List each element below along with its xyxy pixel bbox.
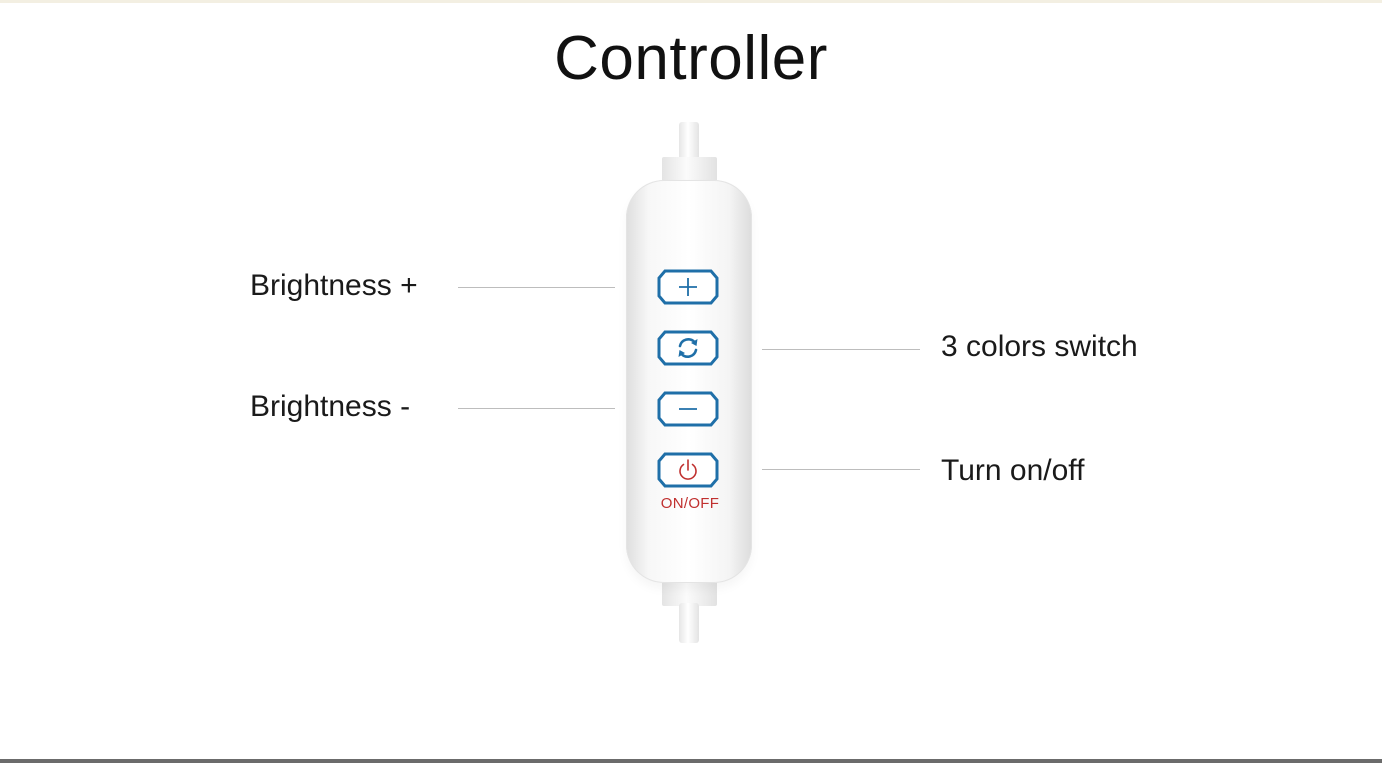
- color-switch-button[interactable]: [657, 330, 719, 366]
- cable-bottom: [679, 603, 699, 643]
- label-power: Turn on/off: [941, 454, 1085, 487]
- brightness-up-button[interactable]: [657, 269, 719, 305]
- page-title: Controller: [554, 24, 828, 93]
- leader-line-color-switch: [762, 349, 920, 350]
- plus-icon: [679, 278, 697, 296]
- power-button-label: ON/OFF: [660, 495, 720, 512]
- leader-line-power: [762, 469, 920, 470]
- bottom-border: [0, 759, 1382, 763]
- refresh-icon: [678, 338, 698, 358]
- brightness-down-button[interactable]: [657, 391, 719, 427]
- controller-body: [626, 180, 752, 583]
- label-brightness-down: Brightness -: [250, 390, 411, 423]
- power-button[interactable]: [657, 452, 719, 488]
- leader-line-brightness-down: [458, 408, 615, 409]
- leader-line-brightness-up: [458, 287, 615, 288]
- top-border: [0, 0, 1382, 3]
- label-color-switch: 3 colors switch: [941, 330, 1138, 363]
- label-brightness-up: Brightness +: [250, 269, 418, 302]
- power-icon: [679, 459, 697, 480]
- cable-top: [679, 122, 699, 162]
